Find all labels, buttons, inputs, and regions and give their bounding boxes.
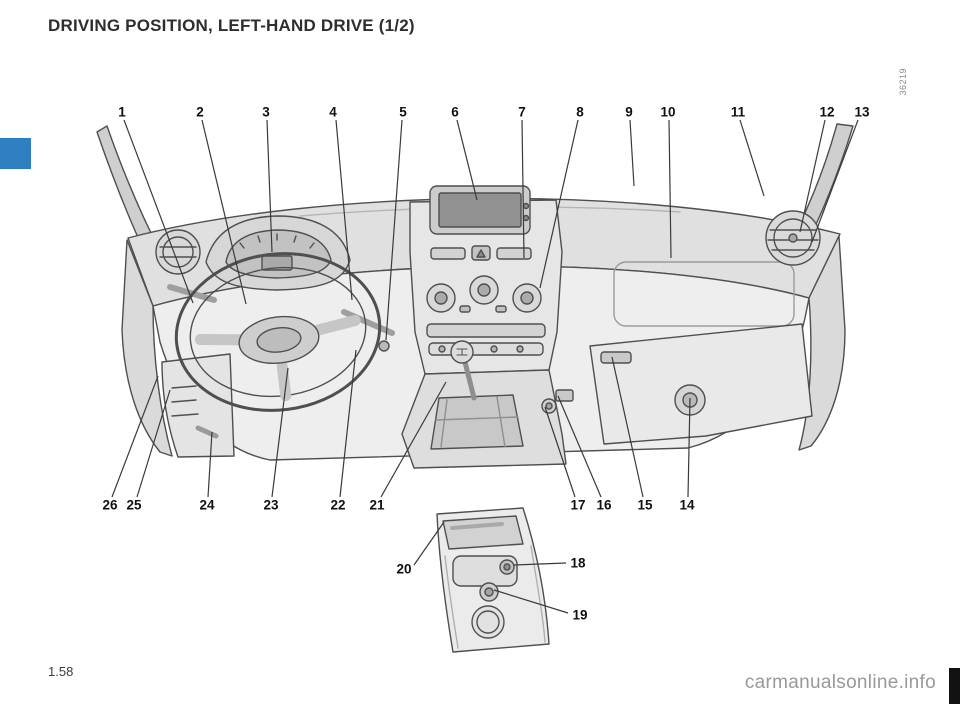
section-bookmark-tab [0,138,31,169]
gear-boot [430,394,524,450]
bonnet-release-lever [195,425,219,439]
callout-leader-lines [111,119,859,614]
floor-console [436,507,550,653]
callout-16: 16 [595,497,613,513]
passenger-airbag-seam [613,261,795,327]
right-air-vent [765,210,821,266]
callout-8: 8 [575,104,585,120]
callout-18: 18 [569,555,587,571]
callout-14: 14 [678,497,696,513]
callout-1: 1 [117,104,127,120]
callout-20: 20 [395,561,413,577]
glovebox-handle [600,351,632,364]
aux-switch [555,389,574,402]
callout-21: 21 [368,497,386,513]
callout-12: 12 [818,104,836,120]
gear-lever [461,355,477,401]
right-stalk [341,309,395,336]
watermark-text: carmanualsonline.info [744,672,936,693]
centre-stack [409,185,563,375]
glovebox [589,323,813,445]
page-title: DRIVING POSITION, LEFT-HAND DRIVE (1/2) [48,16,415,35]
callout-13: 13 [853,104,871,120]
page-number: 1.58 [48,664,74,679]
callout-15: 15 [636,497,654,513]
callout-9: 9 [624,104,634,120]
figure-reference-number: 36219 [898,68,908,96]
callout-10: 10 [659,104,677,120]
radio-unit [426,323,546,338]
callout-4: 4 [328,104,338,120]
callout-22: 22 [329,497,347,513]
callout-5: 5 [398,104,408,120]
left-air-vent [155,229,201,275]
callout-11: 11 [729,104,747,120]
callout-2: 2 [195,104,205,120]
callout-24: 24 [198,497,216,513]
callout-6: 6 [450,104,460,120]
callout-26: 26 [101,497,119,513]
callout-7: 7 [517,104,527,120]
callout-3: 3 [261,104,271,120]
page-edge-tab [949,668,960,704]
steering-wheel [174,252,382,412]
callout-17: 17 [569,497,587,513]
lower-left-panel [161,353,235,458]
callout-25: 25 [125,497,143,513]
gear-console [401,340,574,469]
callout-23: 23 [262,497,280,513]
ignition-switch [378,340,390,352]
callout-19: 19 [571,607,589,623]
